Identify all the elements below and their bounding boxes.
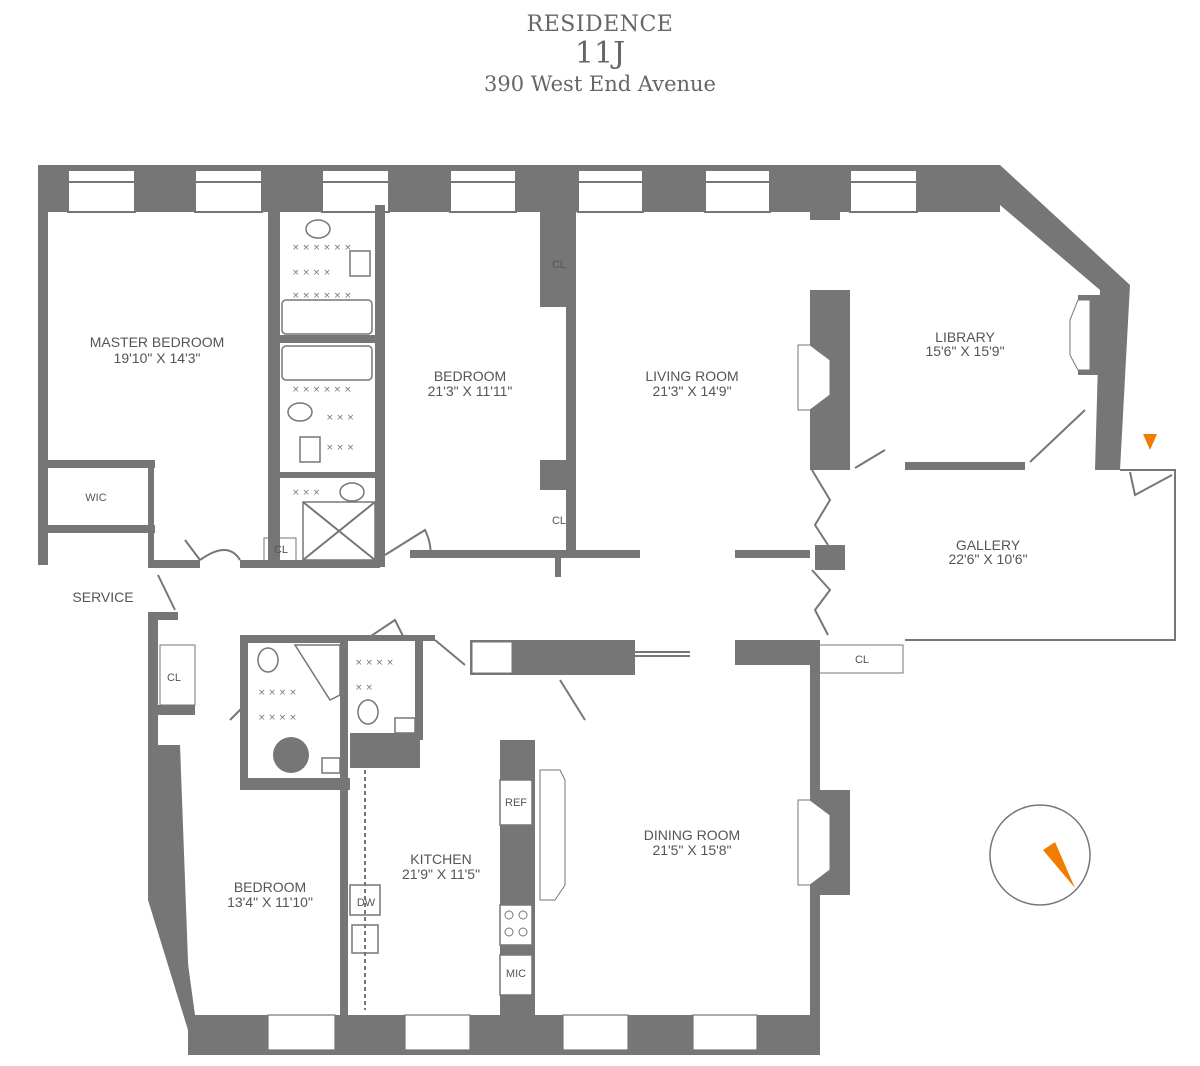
- svg-text:× ×: × ×: [355, 683, 373, 693]
- room-name-gallery: GALLERY: [956, 537, 1021, 553]
- exterior-walls: [38, 165, 1176, 1055]
- entry-marker-icon: [1143, 434, 1157, 450]
- room-dims-bedroom: 21'3" X 11'11": [428, 383, 513, 399]
- svg-text:× × × × × ×: × × × × × ×: [292, 243, 352, 253]
- room-dims-living-room: 21'3" X 14'9": [652, 383, 731, 399]
- closet-label: CL: [167, 672, 181, 684]
- room-dims-dining-room: 21'5" X 15'8": [652, 842, 731, 858]
- closet-label: CL: [552, 259, 566, 271]
- room-dims-kitchen: 21'9" X 11'5": [402, 866, 480, 882]
- svg-text:× × × ×: × × × ×: [355, 658, 394, 668]
- compass-icon: [989, 804, 1091, 906]
- kitchen-appliances: [349, 770, 533, 1010]
- address: 390 West End Avenue: [483, 72, 716, 96]
- room-name-library: LIBRARY: [935, 329, 995, 345]
- microwave-label: MIC: [506, 968, 526, 980]
- bath-fixtures: × × × × × × × × × × × × × × × × × × × × × …: [257, 219, 416, 774]
- svg-text:× × ×: × × ×: [326, 443, 354, 453]
- dishwasher-label: DW: [357, 897, 376, 909]
- room-name-kitchen: KITCHEN: [410, 851, 471, 867]
- room-dims-master-bedroom: 19'10" X 14'3": [114, 350, 201, 366]
- room-name-living-room: LIVING ROOM: [645, 368, 738, 384]
- refrigerator-label: REF: [505, 797, 527, 809]
- room-name-dining-room: DINING ROOM: [644, 827, 740, 843]
- room-name-bedroom-2: BEDROOM: [234, 879, 306, 895]
- room-name-master-bedroom: MASTER BEDROOM: [90, 334, 225, 350]
- closet-label: CL: [552, 515, 566, 527]
- closet-label: CL: [274, 544, 288, 556]
- closet-label: CL: [855, 654, 869, 666]
- svg-text:× × × ×: × × × ×: [292, 268, 331, 278]
- room-dims-gallery: 22'6" X 10'6": [948, 551, 1027, 567]
- svg-text:× × × × × ×: × × × × × ×: [292, 291, 352, 301]
- unit-number: 11J: [574, 36, 626, 71]
- svg-text:× × × ×: × × × ×: [258, 713, 297, 723]
- room-dims-bedroom-2: 13'4" X 11'10": [227, 894, 313, 910]
- room-name-bedroom: BEDROOM: [434, 368, 506, 384]
- doors: [157, 409, 1173, 721]
- svg-text:× × × × × ×: × × × × × ×: [292, 385, 352, 395]
- residence-title: RESIDENCE: [526, 12, 674, 37]
- wic-label: WIC: [85, 492, 106, 504]
- svg-text:× × ×: × × ×: [292, 488, 320, 498]
- svg-text:× × ×: × × ×: [326, 413, 354, 423]
- room-dims-library: 15'6" X 15'9": [925, 343, 1004, 359]
- svg-text:× × × ×: × × × ×: [258, 688, 297, 698]
- service-label: SERVICE: [72, 589, 133, 605]
